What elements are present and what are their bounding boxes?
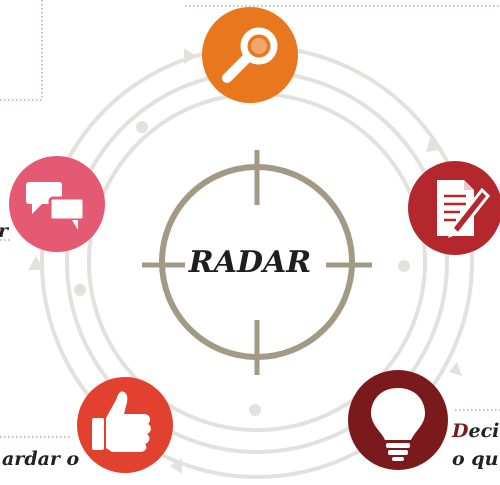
ring-dots [74, 121, 410, 416]
thumbs-up-icon [92, 391, 151, 452]
center-label-text: RADAR [184, 245, 316, 280]
ring-dot [74, 284, 86, 296]
node-chat[interactable] [9, 156, 105, 252]
node-idea[interactable] [348, 370, 448, 470]
bottom-left-text-fragment: ardar o [2, 448, 80, 470]
arrow-top-left [184, 48, 196, 64]
arrow-bottom [170, 458, 182, 474]
diagram-center-label: RADAR [0, 245, 500, 280]
node-approve[interactable] [77, 377, 173, 473]
ring-dot [136, 121, 148, 133]
ring-arrows [28, 48, 462, 474]
bottom-right-line1-rest: eci [468, 420, 500, 442]
bottom-right-cap-letter: D [452, 420, 469, 442]
bottom-right-text-fragment: Deci [452, 422, 499, 441]
arrow-right-bottom [449, 362, 462, 376]
arrow-right-top [426, 138, 440, 152]
node-document[interactable] [408, 161, 500, 255]
bottom-right-text-fragment-line2: o qu [452, 448, 499, 470]
document-pencil-icon [437, 180, 491, 238]
magnifier-icon [222, 27, 278, 83]
ring-dot [249, 404, 261, 416]
speech-bubbles-icon [26, 182, 86, 230]
ring-dot [398, 260, 410, 272]
node-search[interactable] [202, 7, 298, 103]
lightbulb-icon [371, 388, 425, 461]
crosshair [142, 150, 372, 375]
left-text-fragment: r [0, 222, 8, 241]
arrow-left [28, 256, 44, 270]
